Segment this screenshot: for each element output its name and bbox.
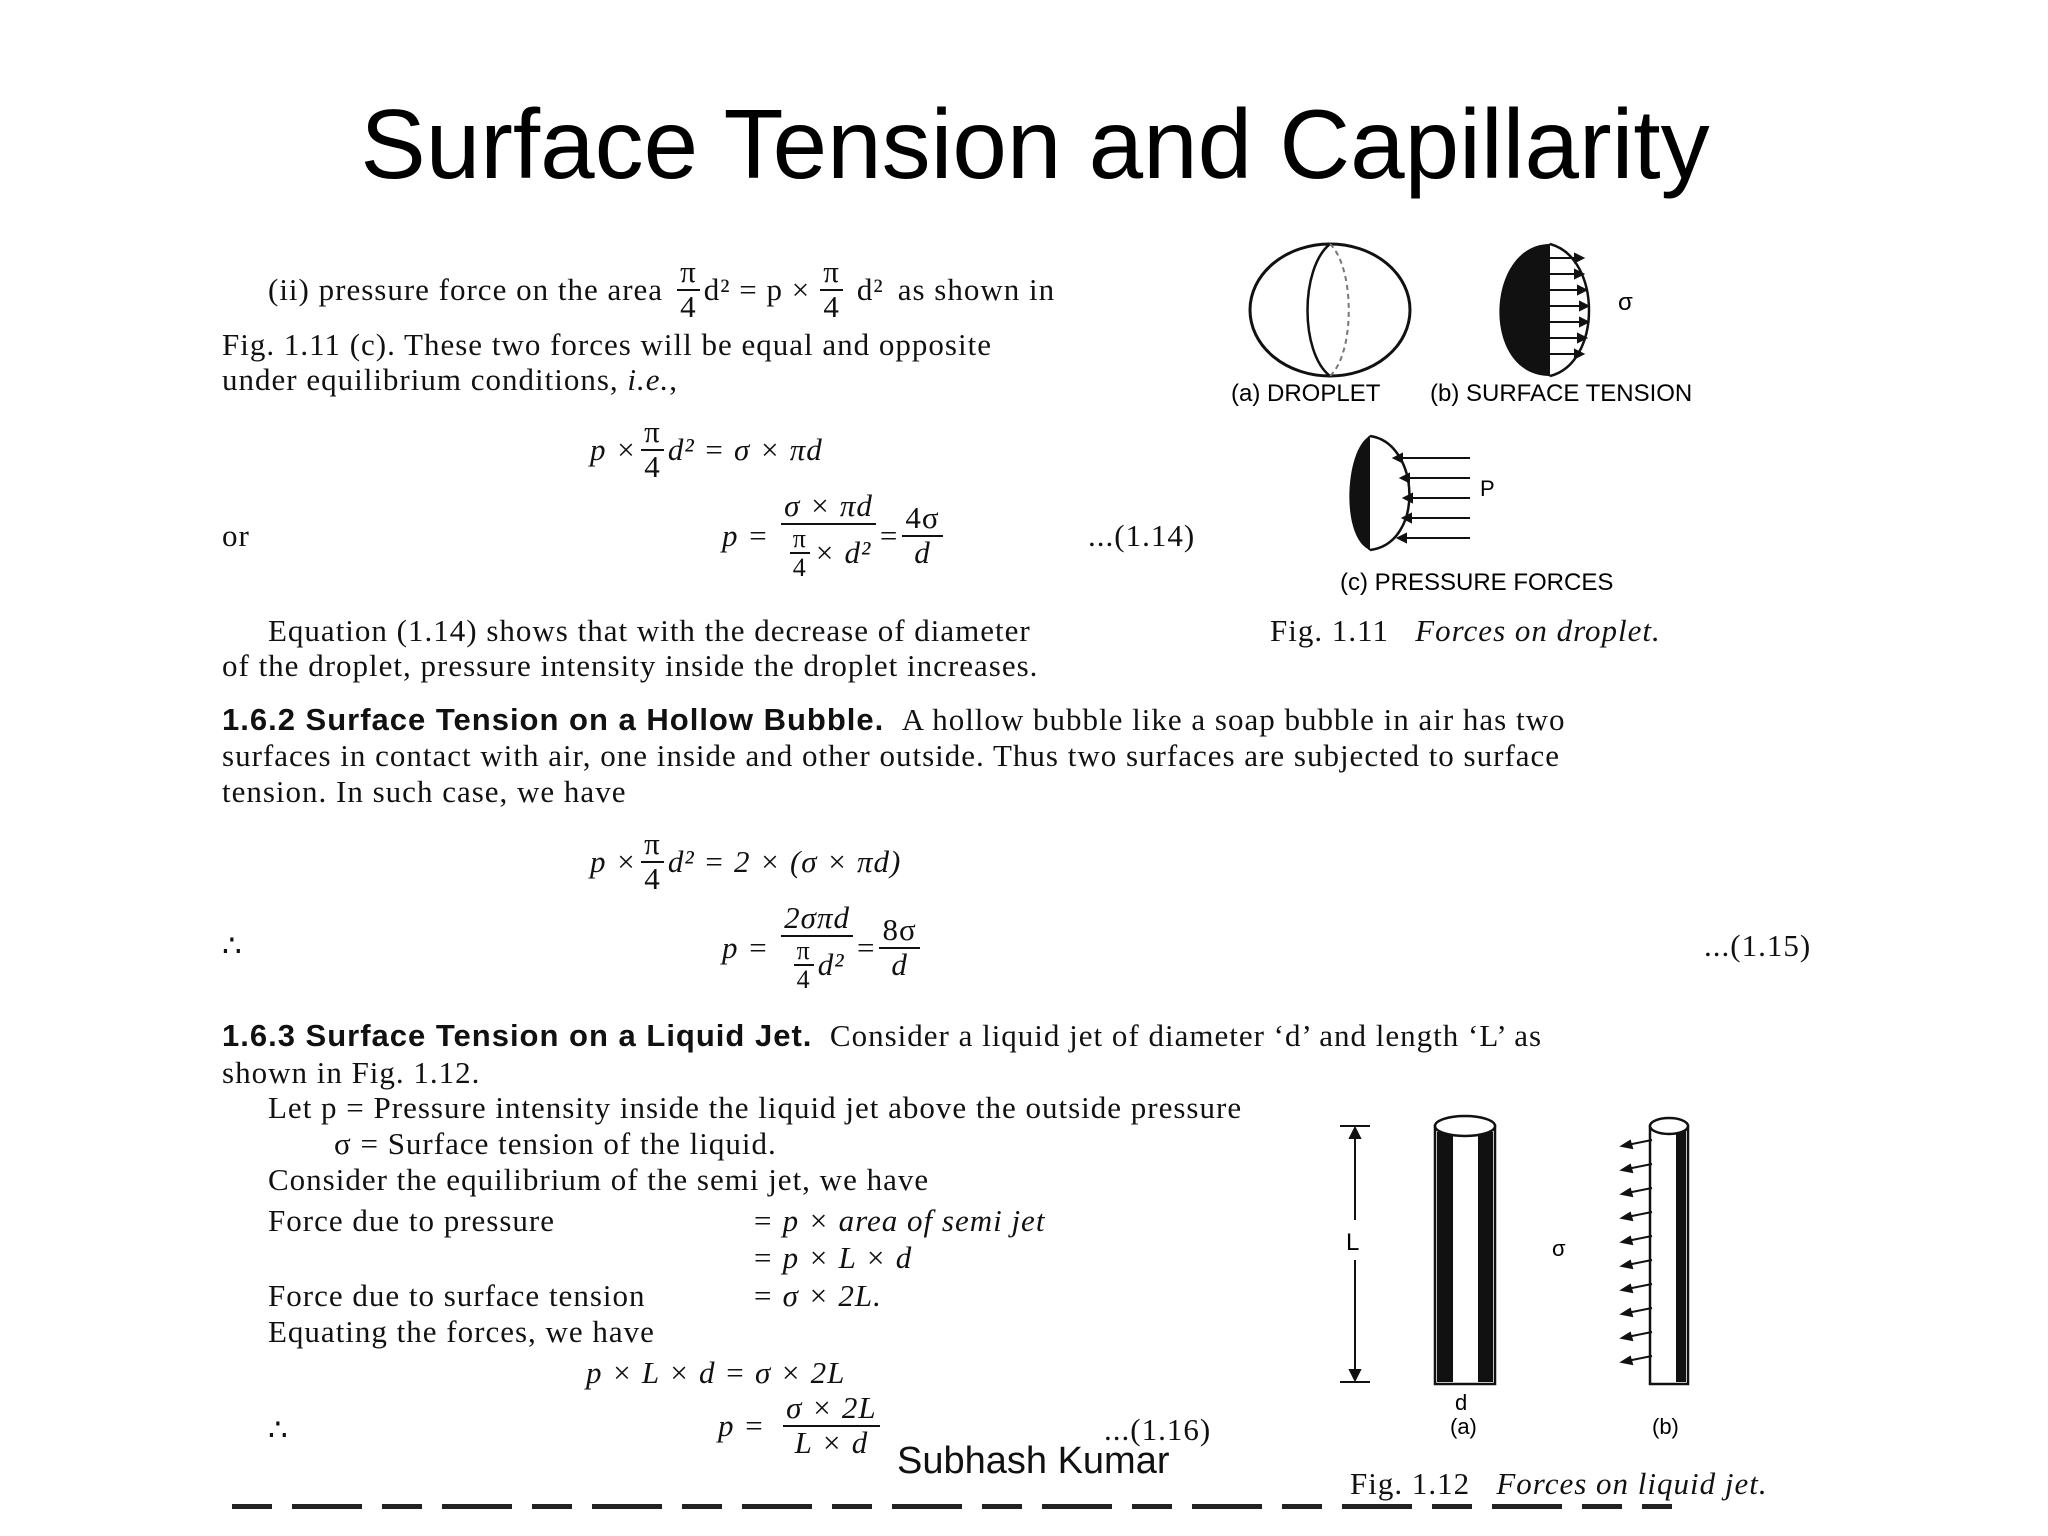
para-diameter-1: Equation (1.14) shows that with the decr…: [268, 613, 1031, 648]
footer-author: Subhash Kumar: [897, 1440, 1170, 1482]
equation-1-16: p = σ × 2L L × d: [718, 1391, 884, 1459]
therefore-symbol-1: ∴: [222, 928, 243, 963]
or-label: or: [222, 518, 250, 553]
section-1-6-3-line2: shown in Fig. 1.12.: [222, 1055, 481, 1090]
jet-sigma-label: σ: [1552, 1236, 1566, 1261]
cropped-text-strip: [232, 1504, 1672, 1509]
consider-line: Consider the equilibrium of the semi jet…: [268, 1162, 930, 1197]
pressure-forces-figure: [1349, 434, 1470, 552]
para-line-fig: Fig. 1.11 (c). These two forces will be …: [222, 327, 992, 362]
fig-1-11-caption: Fig. 1.11 Forces on droplet.: [1270, 613, 1661, 648]
sigma-definition-line: σ = Surface tension of the liquid.: [334, 1126, 777, 1161]
force-surface-tension-value: = σ × 2L.: [752, 1278, 882, 1313]
eq-tag-1-14: ...(1.14): [1088, 518, 1196, 553]
para-diameter-2: of the droplet, pressure intensity insid…: [222, 648, 1039, 683]
section-1-6-3-line1: 1.6.3 Surface Tension on a Liquid Jet. C…: [222, 1018, 1543, 1053]
diameter-d-label: d: [1455, 1390, 1467, 1415]
force-pressure-label: Force due to pressure: [268, 1203, 555, 1238]
slide-title: Surface Tension and Capillarity: [360, 89, 1710, 199]
section-1-6-2-line2: surfaces in contact with air, one inside…: [222, 738, 1561, 773]
area-d2-expr: d² = p ×: [703, 271, 811, 307]
eq-tag-1-16: ...(1.16): [1104, 1412, 1212, 1447]
caption-pressure-forces: (c) PRESSURE FORCES: [1340, 569, 1613, 596]
section-1-6-2-line3: tension. In such case, we have: [222, 774, 627, 809]
surface-tension-figure: [1499, 242, 1591, 378]
eq-tag-1-15: ...(1.15): [1704, 928, 1812, 963]
equating-line: Equating the forces, we have: [268, 1314, 655, 1349]
para-line-equilibrium: under equilibrium conditions, i.e.,: [222, 362, 679, 397]
force-pressure-value-1: = p × area of semi jet: [752, 1203, 1046, 1238]
caption-droplet: (a) DROPLET: [1231, 380, 1381, 407]
jet-caption-b: (b): [1652, 1414, 1679, 1439]
let-p-line: Let p = Pressure intensity inside the li…: [268, 1090, 1243, 1125]
section-heading-1-6-3: 1.6.3 Surface Tension on a Liquid Jet.: [222, 1018, 813, 1053]
caption-surface-tension: (b) SURFACE TENSION: [1430, 380, 1692, 407]
force-pressure-value-2: = p × L × d: [752, 1240, 913, 1275]
figure-1-11: σ (a) DROPLET (b) SURFACE TENSION P (c) …: [1231, 242, 1692, 596]
as-shown: as shown in: [897, 271, 1056, 307]
jet-caption-a: (a): [1450, 1414, 1477, 1439]
para-lead: (ii) pressure force on the area: [268, 271, 664, 307]
force-surface-tension-label: Force due to surface tension: [268, 1278, 646, 1313]
liquid-jet-cylinder: [1433, 1114, 1497, 1386]
jet-dimension-line: [1340, 1125, 1370, 1383]
semi-jet-figure: [1619, 1116, 1690, 1386]
equation-jet-balance: p × L × d = σ × 2L: [586, 1355, 846, 1390]
length-L-label: L: [1346, 1229, 1359, 1256]
pressure-p-label: P: [1480, 476, 1495, 501]
therefore-symbol-2: ∴: [268, 1412, 289, 1447]
droplet-figure: [1248, 242, 1412, 378]
section-heading-1-6-2: 1.6.2 Surface Tension on a Hollow Bubble…: [222, 702, 885, 737]
figure-1-12: L d (a) σ (b): [1340, 1114, 1690, 1439]
section-1-6-2-line1: 1.6.2 Surface Tension on a Hollow Bubble…: [222, 702, 1566, 737]
fig-1-12-caption: Fig. 1.12 Forces on liquid jet.: [1350, 1466, 1768, 1501]
sigma-label: σ: [1618, 289, 1633, 316]
